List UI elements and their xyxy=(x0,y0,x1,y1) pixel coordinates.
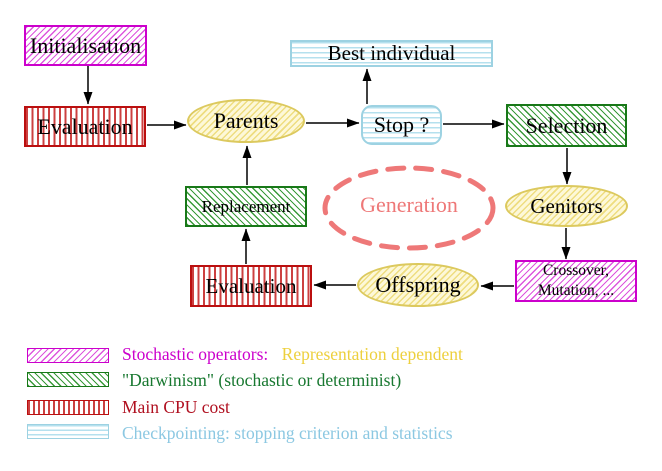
node-evaluation-bottom: Evaluation xyxy=(190,265,312,307)
node-crossover-line1: Crossover, xyxy=(542,262,610,280)
legend-label-darwinism: "Darwinism" (stochastic or determinist) xyxy=(122,370,402,390)
node-genitors: Genitors xyxy=(505,185,628,227)
legend-label-checkpointing: Checkpointing: stopping criterion and st… xyxy=(122,423,453,443)
node-crossover-line2: Mutation, ... xyxy=(537,282,615,299)
node-offspring-label: Offspring xyxy=(375,272,461,297)
legend-item-stochastic-operators: Stochastic operators: Representation dep… xyxy=(122,344,463,365)
node-replacement-label: Replacement xyxy=(201,196,291,216)
legend-label-representation-dependent: Representation dependent xyxy=(281,344,463,364)
legend-label-stochastic-operators: Stochastic operators: xyxy=(122,344,269,364)
generation-label: Generation xyxy=(360,192,458,217)
generation-dashed-ellipse xyxy=(322,165,496,251)
node-initialisation: Initialisation xyxy=(24,25,147,66)
legend-item-checkpointing: Checkpointing: stopping criterion and st… xyxy=(122,423,453,444)
node-selection-label: Selection xyxy=(525,112,608,138)
node-crossover-mutation: Crossover, Mutation, ... xyxy=(515,260,637,302)
legend-item-main-cpu-cost: Main CPU cost xyxy=(122,397,230,418)
legend-label-main-cpu-cost: Main CPU cost xyxy=(122,397,230,417)
node-stop: Stop ? xyxy=(361,105,442,145)
node-evaluation-top-label: Evaluation xyxy=(37,113,133,139)
node-evaluation-top: Evaluation xyxy=(24,106,146,147)
legend-swatch-stochastic-operators xyxy=(27,348,109,363)
node-offspring: Offspring xyxy=(357,263,479,307)
node-evaluation-bottom-label: Evaluation xyxy=(205,273,297,298)
node-parents-label: Parents xyxy=(213,108,279,133)
node-initialisation-label: Initialisation xyxy=(29,32,142,58)
node-replacement: Replacement xyxy=(185,186,307,227)
legend-swatch-darwinism xyxy=(27,372,109,387)
node-best-individual: Best individual xyxy=(290,40,493,67)
node-stop-label: Stop ? xyxy=(373,112,430,137)
legend-swatch-checkpointing xyxy=(27,424,109,439)
node-parents: Parents xyxy=(187,99,305,143)
node-best-individual-label: Best individual xyxy=(327,41,456,65)
node-selection: Selection xyxy=(506,104,627,147)
legend-item-darwinism: "Darwinism" (stochastic or determinist) xyxy=(122,370,401,391)
legend-swatch-main-cpu-cost xyxy=(27,400,109,415)
node-genitors-label: Genitors xyxy=(530,193,603,218)
